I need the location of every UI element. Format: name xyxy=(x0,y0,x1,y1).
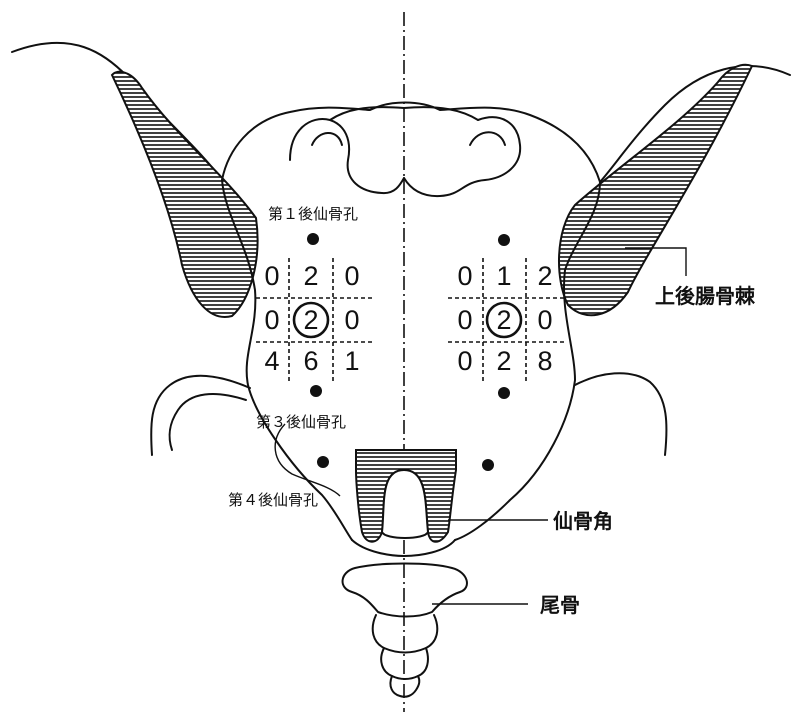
left-grid-r1c3: 0 xyxy=(344,261,359,291)
left-grid-r2c3: 0 xyxy=(344,305,359,335)
right-grid-r3c2: 2 xyxy=(496,346,511,376)
right-grid-r3c1: 0 xyxy=(457,346,472,376)
right-lateral-wing xyxy=(575,373,666,455)
right-grid-r3c3: 8 xyxy=(537,346,552,376)
right-articular-process xyxy=(404,117,520,196)
right-articular-inner xyxy=(470,132,505,145)
sacral-hiatus-opening xyxy=(382,470,428,538)
label-psis: 上後腸骨棘 xyxy=(655,284,756,308)
right-grid-r2c2: 2 xyxy=(496,305,511,335)
right-grid-r2c3: 0 xyxy=(537,305,552,335)
foramen-dot-right-1 xyxy=(498,234,510,246)
foramen-dot-right-3 xyxy=(498,387,510,399)
coccyx-segment-2 xyxy=(373,615,438,653)
left-grid-r2c2: 2 xyxy=(303,305,318,335)
right-grid-r2c1: 0 xyxy=(457,305,472,335)
foramen3-leader xyxy=(275,424,340,496)
left-psis-hatched xyxy=(112,72,258,317)
left-lateral-wing-inner xyxy=(170,394,246,450)
left-grid-r3c1: 4 xyxy=(264,346,279,376)
label-sacral-cornu: 仙骨角 xyxy=(553,509,613,533)
foramen-dot-right-4 xyxy=(482,459,494,471)
right-psis-hatched xyxy=(559,65,752,315)
left-lateral-wing xyxy=(151,376,250,455)
left-grid-r3c3: 1 xyxy=(344,346,359,376)
label-first-posterior-sacral-foramen: 第１後仙骨孔 xyxy=(268,205,358,223)
left-grid-r1c2: 2 xyxy=(303,261,318,291)
left-articular-inner xyxy=(312,133,342,145)
right-grid-r1c2: 1 xyxy=(496,261,511,291)
foramen-dot-left-3 xyxy=(310,385,322,397)
left-grid-r2c1: 0 xyxy=(264,305,279,335)
label-coccyx: 尾骨 xyxy=(540,593,580,617)
left-grid-r3c2: 6 xyxy=(303,346,318,376)
foramen-dot-left-4 xyxy=(317,456,329,468)
label-fourth-posterior-sacral-foramen: 第４後仙骨孔 xyxy=(228,491,318,509)
foramen-dot-left-1 xyxy=(307,233,319,245)
right-grid-r1c3: 2 xyxy=(537,261,552,291)
label-third-posterior-sacral-foramen: 第３後仙骨孔 xyxy=(256,413,346,431)
left-grid-r1c1: 0 xyxy=(264,261,279,291)
right-grid-r1c1: 0 xyxy=(457,261,472,291)
left-articular-process xyxy=(290,119,404,193)
